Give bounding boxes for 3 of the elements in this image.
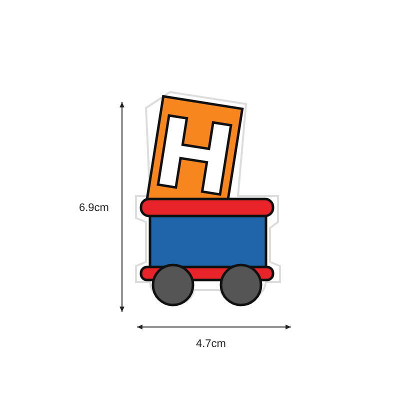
dimension-label: 4.7cm xyxy=(196,338,226,350)
dimension-label: 6.9cm xyxy=(79,202,109,214)
letter-label: H xyxy=(146,95,243,219)
